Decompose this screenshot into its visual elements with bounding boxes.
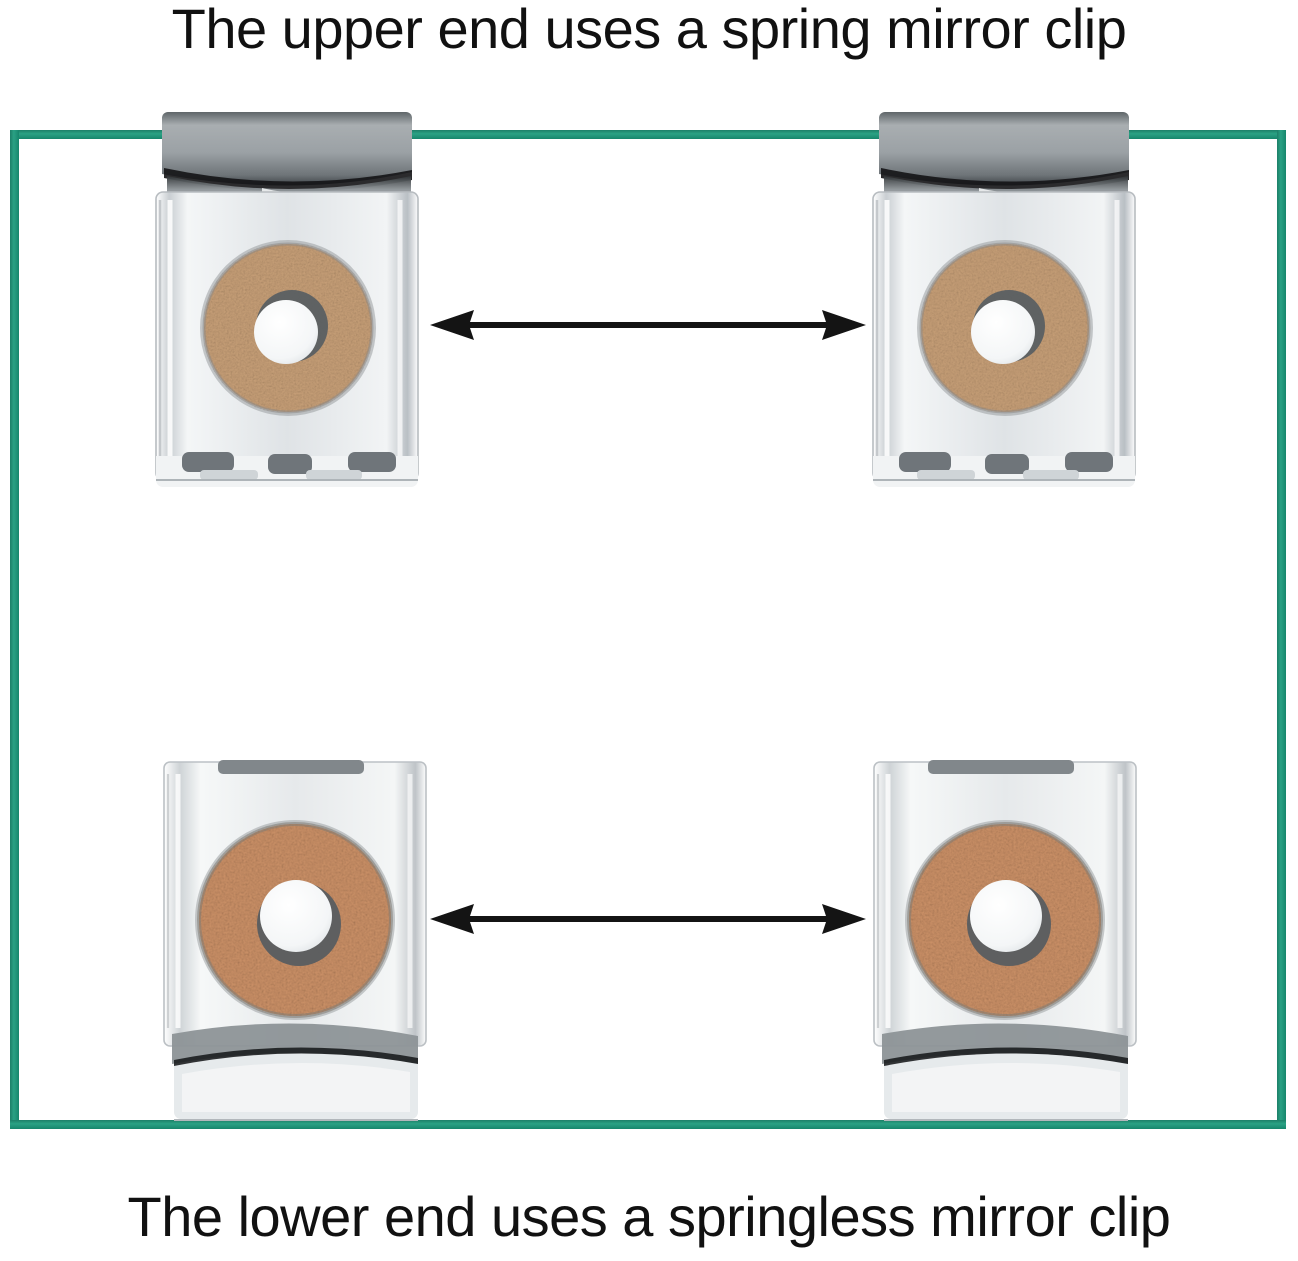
springless-mirror-clip-lower-left	[152, 748, 442, 1148]
spacing-arrow-lower	[430, 896, 866, 942]
spring-cap	[879, 112, 1129, 186]
washer-hole	[260, 880, 332, 952]
spring-cap	[162, 112, 412, 186]
spring-mirror-clip-upper-left	[142, 104, 432, 504]
washer-hole	[970, 880, 1042, 952]
clip-top-tab	[928, 760, 1074, 774]
spacing-arrow-upper	[430, 302, 866, 348]
mirror-frame-bottom-edge	[10, 1120, 1286, 1129]
springless-mirror-clip-lower-right	[862, 748, 1152, 1148]
mirror-frame-right-edge	[1277, 130, 1286, 1129]
mirror-frame-top-edge	[10, 130, 1286, 139]
bottom-caption-text: The lower end uses a springless mirror c…	[127, 1185, 1171, 1248]
washer-hole	[971, 300, 1035, 364]
mirror-frame-left-edge	[10, 130, 19, 1129]
washer-hole	[254, 300, 318, 364]
top-caption-text: The upper end uses a spring mirror clip	[171, 0, 1127, 60]
clip-top-tab	[218, 760, 364, 774]
spring-mirror-clip-upper-right	[859, 104, 1149, 504]
